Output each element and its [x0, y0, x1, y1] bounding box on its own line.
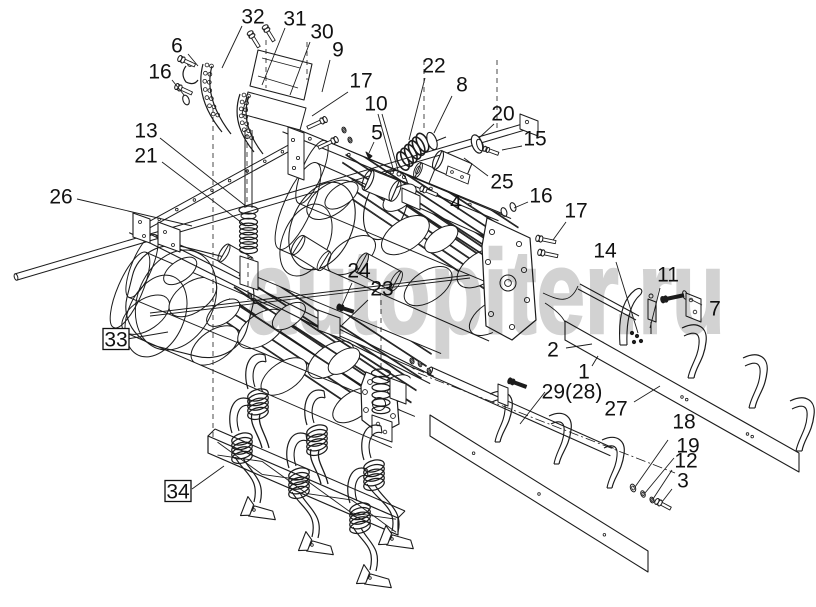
svg-text:5: 5: [371, 122, 383, 145]
svg-text:9: 9: [332, 39, 344, 62]
svg-text:34: 34: [166, 481, 190, 504]
svg-text:33: 33: [104, 329, 127, 352]
svg-text:30: 30: [310, 21, 333, 44]
svg-text:26: 26: [49, 186, 72, 209]
svg-text:8: 8: [456, 74, 468, 97]
svg-text:16: 16: [148, 61, 171, 84]
svg-text:15: 15: [523, 128, 546, 151]
svg-text:6: 6: [171, 35, 183, 58]
svg-text:17: 17: [349, 70, 372, 93]
svg-text:4: 4: [450, 192, 462, 215]
svg-text:21: 21: [134, 145, 157, 168]
svg-text:autopiter.ru: autopiter.ru: [247, 227, 725, 359]
svg-text:25: 25: [490, 171, 513, 194]
svg-text:27: 27: [604, 398, 627, 421]
svg-text:17: 17: [564, 200, 587, 223]
svg-text:10: 10: [364, 93, 387, 116]
svg-text:3: 3: [677, 470, 689, 493]
svg-text:22: 22: [422, 55, 445, 78]
svg-text:16: 16: [529, 185, 552, 208]
svg-text:32: 32: [241, 6, 264, 29]
svg-text:29(28): 29(28): [542, 381, 603, 404]
svg-text:31: 31: [283, 8, 306, 31]
svg-text:18: 18: [672, 411, 695, 434]
svg-text:20: 20: [491, 103, 514, 126]
svg-text:13: 13: [134, 120, 157, 143]
